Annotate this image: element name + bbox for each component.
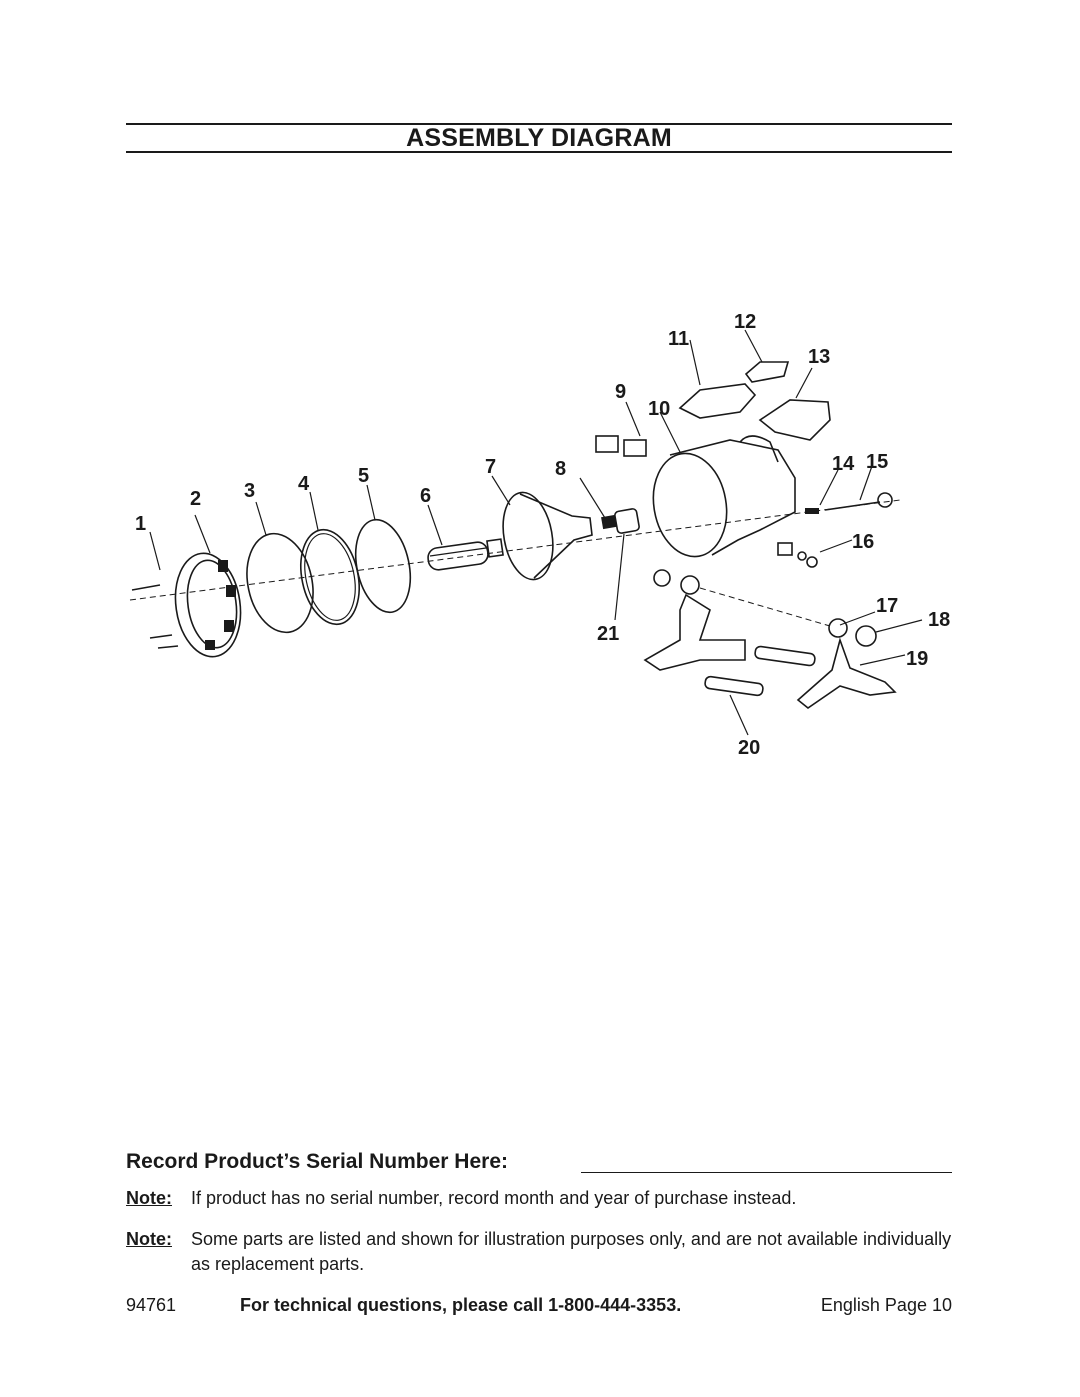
part-10-housing xyxy=(652,411,796,558)
part-label-14: 14 xyxy=(832,453,855,475)
note-text: If product has no serial number, record … xyxy=(191,1188,797,1208)
part-label-2: 2 xyxy=(190,488,201,510)
part-3-gasket xyxy=(246,532,314,634)
part-label-8: 8 xyxy=(555,458,566,480)
part-2-bezel-ring xyxy=(174,514,242,658)
part-label-9: 9 xyxy=(615,381,626,403)
part-stand-left xyxy=(643,569,746,671)
part-7-reflector xyxy=(491,475,593,581)
part-label-11: 11 xyxy=(668,328,689,350)
part-label-19: 19 xyxy=(906,648,928,670)
assembly-diagram: 1 2 3 4 5 6 7 8 9 10 11 12 13 14 15 16 1… xyxy=(129,311,950,759)
part-label-5: 5 xyxy=(358,465,369,487)
part-8-socket xyxy=(579,477,617,530)
part-label-15: 15 xyxy=(866,451,888,473)
part-label-17: 17 xyxy=(876,595,898,617)
model-number: 94761 xyxy=(126,1295,177,1315)
part-label-13: 13 xyxy=(808,346,830,368)
part-9-switch xyxy=(595,401,647,457)
part-20-crossbar xyxy=(704,645,816,736)
note-label: Note: xyxy=(126,1229,172,1249)
part-label-4: 4 xyxy=(298,473,310,495)
note-2: Note: Some parts are listed and shown fo… xyxy=(126,1227,956,1277)
title-rule-top xyxy=(126,123,952,125)
part-12-cover xyxy=(744,361,790,383)
part-11-handle-top xyxy=(678,383,757,419)
note-label: Note: xyxy=(126,1188,172,1208)
page-number: English Page 10 xyxy=(820,1295,952,1315)
serial-number-label: Record Product’s Serial Number Here: xyxy=(126,1150,508,1173)
part-21-connector xyxy=(614,508,640,621)
part-16-bracket xyxy=(777,539,853,568)
note-1: Note: If product has no serial number, r… xyxy=(126,1186,956,1211)
axis-line xyxy=(129,499,901,601)
part-label-18: 18 xyxy=(928,609,950,631)
part-13-grip xyxy=(758,399,831,441)
tech-support-text: For technical questions, please call 1-8… xyxy=(240,1295,682,1315)
part-label-1: 1 xyxy=(135,513,146,535)
page-title: ASSEMBLY DIAGRAM xyxy=(406,124,672,152)
note-text: Some parts are listed and shown for illu… xyxy=(191,1229,952,1274)
part-label-21: 21 xyxy=(597,623,619,645)
part-1-screws xyxy=(131,531,179,649)
part-5-lens xyxy=(354,518,412,614)
part-label-3: 3 xyxy=(244,480,255,502)
part-label-20: 20 xyxy=(738,737,760,759)
part-label-7: 7 xyxy=(485,456,496,478)
part-label-6: 6 xyxy=(420,485,431,507)
part-6-bulb xyxy=(427,504,504,571)
part-17-18-19-stand-right xyxy=(796,611,923,709)
title-rule-bottom xyxy=(126,151,952,153)
serial-number-line xyxy=(581,1172,952,1173)
part-14-15-cord xyxy=(805,465,893,514)
part-label-16: 16 xyxy=(852,531,874,553)
part-label-10: 10 xyxy=(648,398,670,420)
part-label-12: 12 xyxy=(734,311,756,333)
